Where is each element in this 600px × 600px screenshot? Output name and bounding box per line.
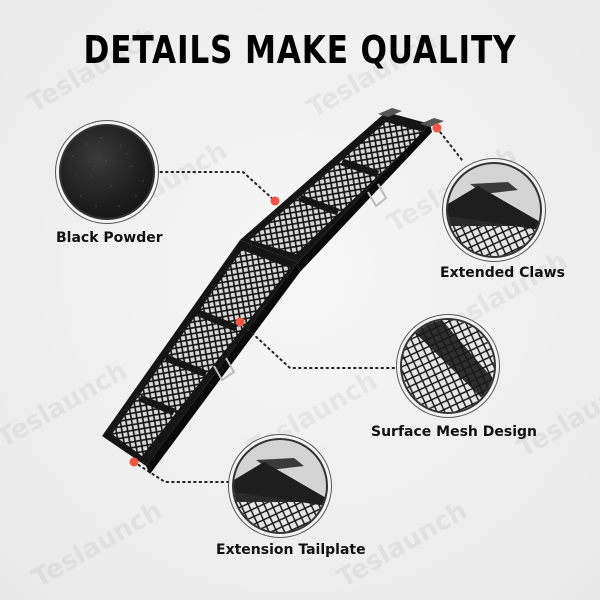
marker-dot [432, 123, 442, 133]
page-title: DETAILS MAKE QUALITY [83, 28, 517, 72]
claw-closeup-icon [448, 182, 540, 256]
surface-mesh-detail-image [400, 318, 496, 414]
mesh-closeup-icon [402, 320, 494, 412]
ramp-upper-section [240, 108, 444, 272]
marker-dot [270, 196, 280, 206]
leader-line-extension-tailplate [133, 461, 233, 483]
feature-label-extension-tailplate: Extension Tailplate [216, 542, 366, 558]
tailplate-closeup-icon [234, 458, 326, 532]
feature-label-black-powder: Black Powder [56, 230, 163, 246]
extended-claws-detail-image [446, 162, 542, 258]
leader-line-black-powder [154, 171, 276, 202]
marker-dot [129, 457, 139, 467]
powder-texture-icon [72, 137, 144, 207]
black-powder-detail-image [59, 124, 155, 220]
leader-line-surface-mesh [239, 321, 401, 369]
extension-tailplate-detail-image [232, 438, 328, 534]
feature-label-surface-mesh-design: Surface Mesh Design [371, 424, 537, 440]
leader-line-extended-claws [436, 127, 463, 161]
ramp-lower-section [102, 240, 300, 474]
feature-label-extended-claws: Extended Claws [440, 265, 565, 281]
marker-dot [235, 317, 245, 327]
